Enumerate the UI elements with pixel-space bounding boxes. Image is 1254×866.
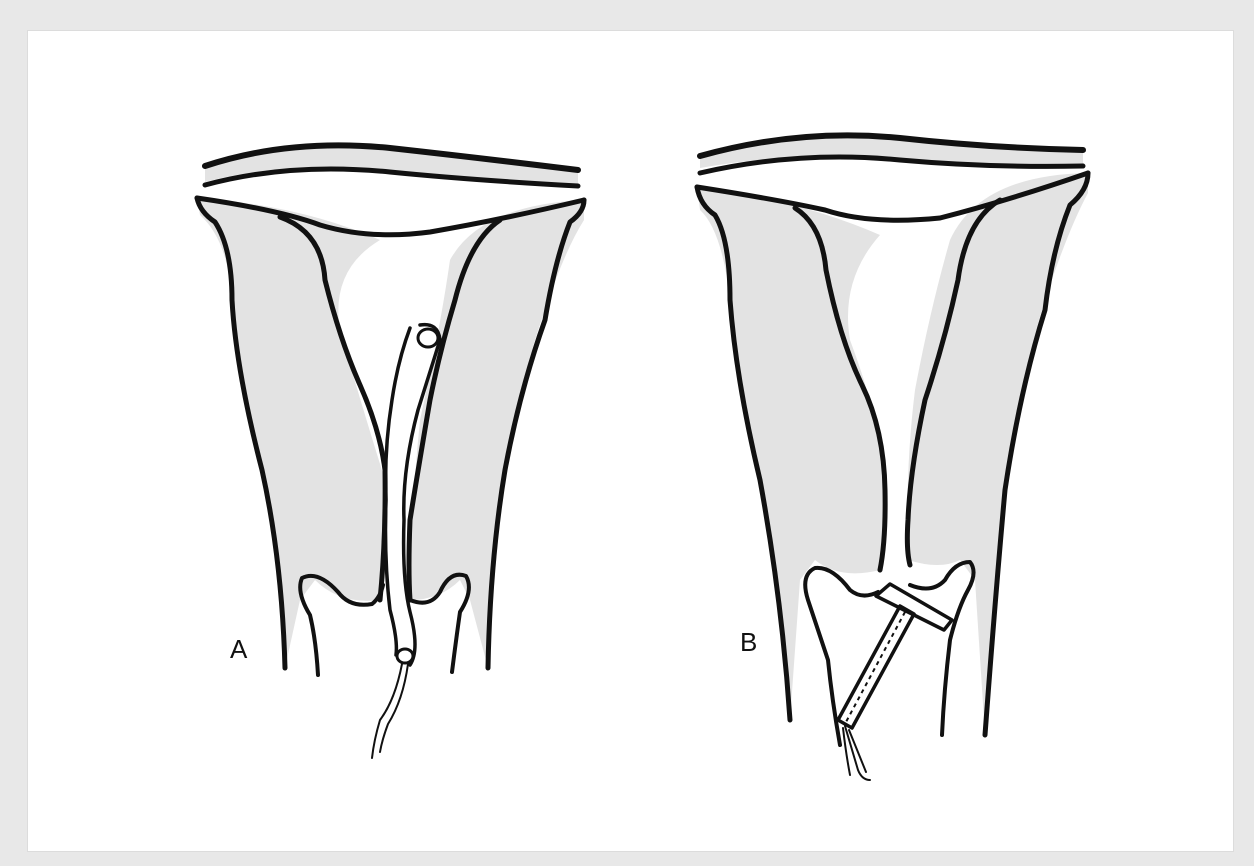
- iud-b: [838, 584, 952, 780]
- panel-b: B: [697, 135, 1088, 780]
- panel-a: A: [197, 145, 584, 758]
- panel-b-label: B: [740, 627, 757, 657]
- panel-a-label: A: [230, 634, 248, 664]
